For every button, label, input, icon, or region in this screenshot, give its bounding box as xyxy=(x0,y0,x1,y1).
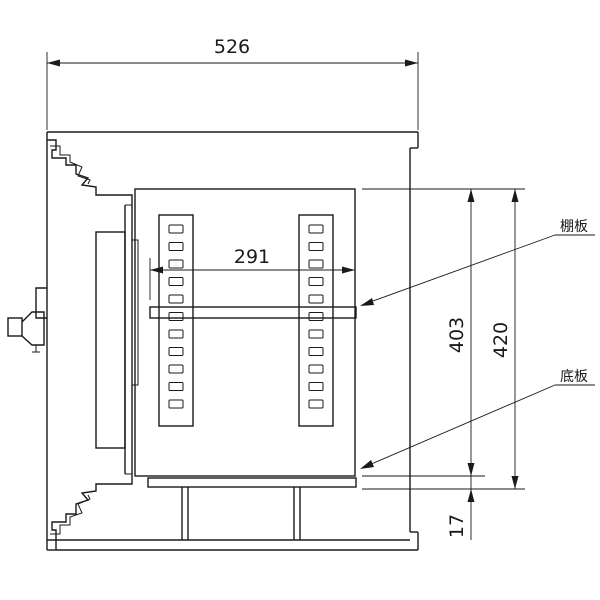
rail-slot xyxy=(308,399,324,409)
rail-slot xyxy=(308,259,324,269)
rail-slot xyxy=(168,277,184,286)
shelf-rail-right xyxy=(298,214,334,427)
height-dimensions: 403 420 17 xyxy=(362,188,525,540)
rail-slot xyxy=(168,364,184,374)
shelf-span-dimension: 291 xyxy=(149,245,356,300)
rail-slot xyxy=(308,294,324,304)
rail-slot xyxy=(308,364,324,374)
shelf-plate xyxy=(149,306,357,319)
rail-slot xyxy=(308,329,324,339)
overall-width-dimension: 526 xyxy=(46,36,419,130)
door-handle xyxy=(7,287,47,353)
rail-slot xyxy=(168,242,184,251)
inner-height-label: 403 xyxy=(446,317,468,353)
rail-slot xyxy=(308,312,324,321)
rail-slot xyxy=(308,382,324,391)
rail-slot xyxy=(168,347,184,356)
base-height-label: 17 xyxy=(446,514,468,538)
rail-slot xyxy=(308,224,324,234)
rail-slot xyxy=(308,242,324,251)
rail-slot xyxy=(168,382,184,391)
outer-height-label: 420 xyxy=(490,322,512,358)
shelf-span-label: 291 xyxy=(234,246,270,268)
shelf-label: 棚板 xyxy=(560,219,588,235)
bottom-plate-leader: 底板 xyxy=(360,369,595,469)
bottom-plate xyxy=(147,477,357,488)
cabinet-body xyxy=(46,131,419,551)
rail-slot xyxy=(168,312,184,321)
rail-slot xyxy=(308,347,324,356)
door-profile xyxy=(47,139,139,541)
shelf-leader: 棚板 xyxy=(360,219,595,306)
rail-slot xyxy=(308,277,324,286)
rail-slot xyxy=(168,329,184,339)
shelf-rail-left xyxy=(158,214,194,427)
rail-slot xyxy=(168,224,184,234)
rail-slot xyxy=(168,259,184,269)
base-legs xyxy=(181,487,301,540)
rail-slot xyxy=(168,399,184,409)
rail-slot xyxy=(168,294,184,304)
bottom-plate-label: 底板 xyxy=(560,369,588,385)
interior-chamber xyxy=(134,188,356,477)
overall-width-label: 526 xyxy=(214,36,250,58)
